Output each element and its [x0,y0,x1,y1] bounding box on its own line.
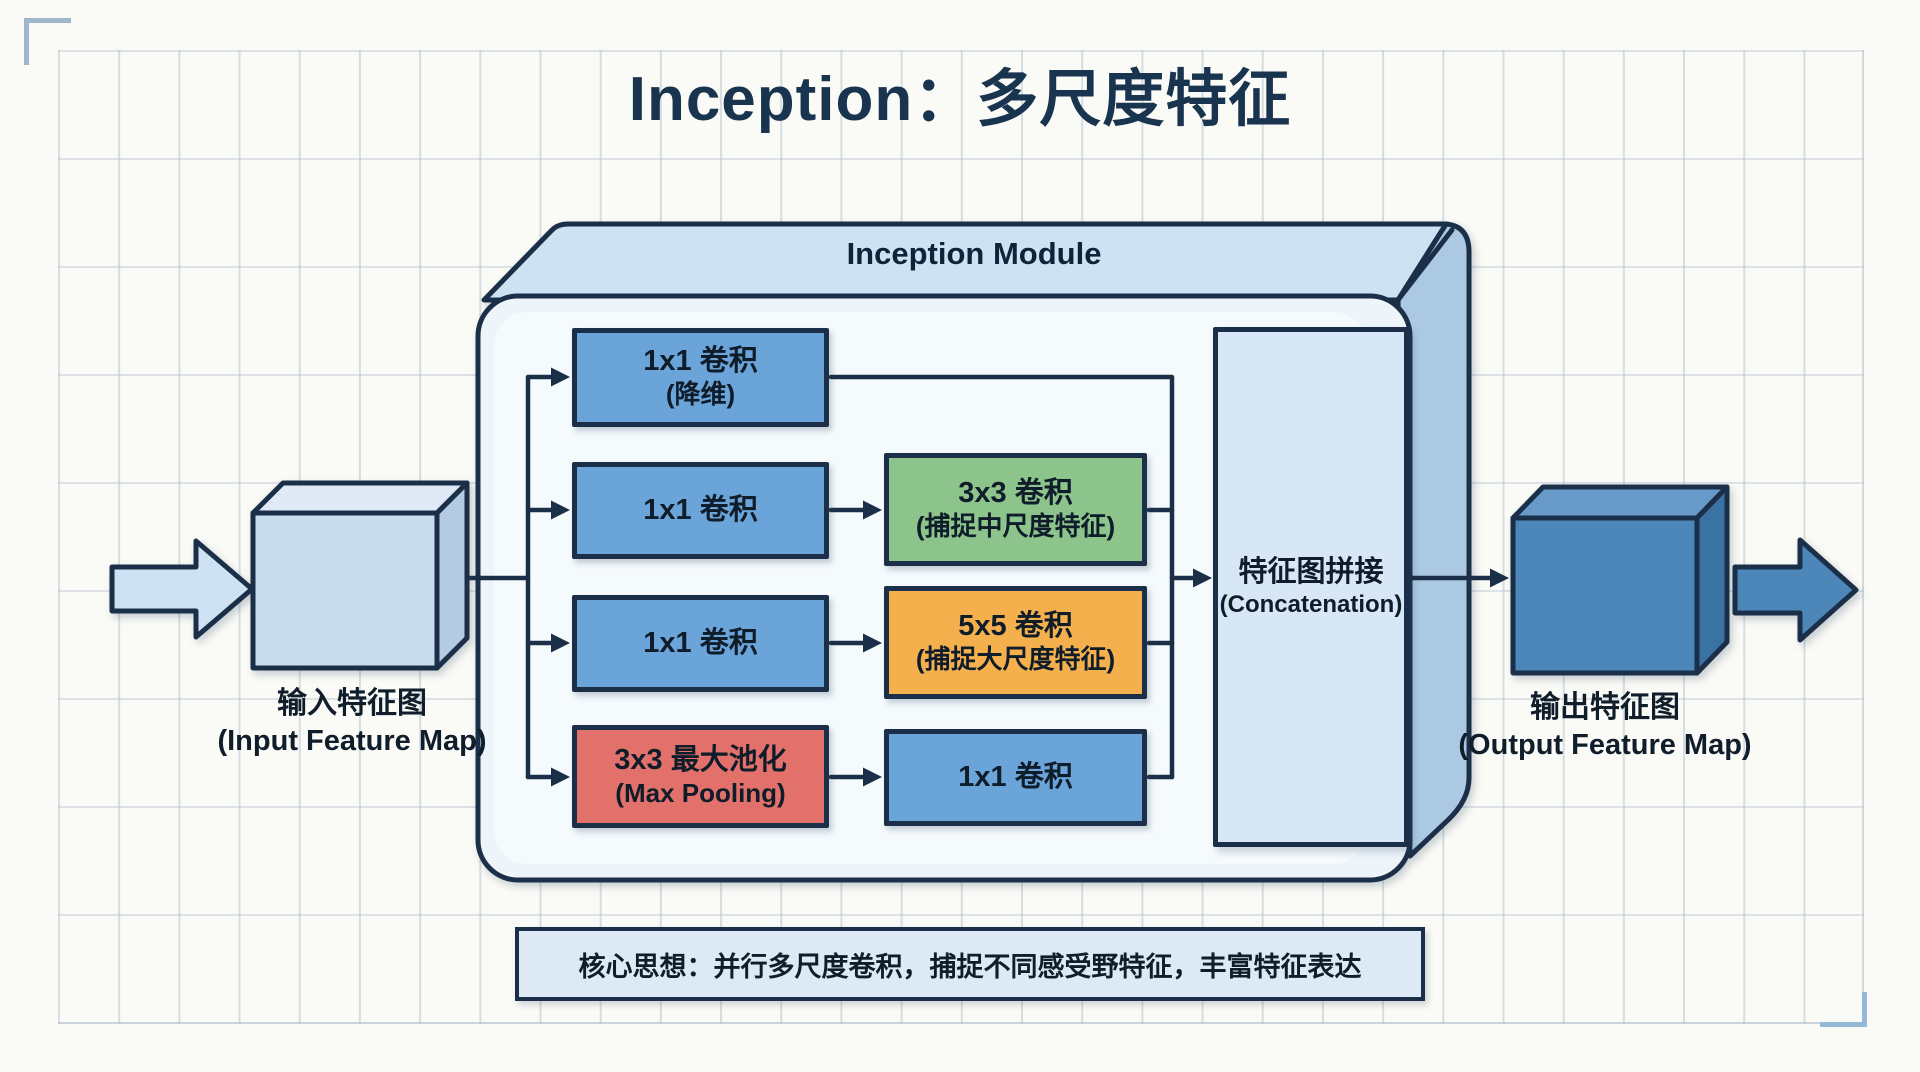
branch-arrowhead-4 [551,767,570,787]
input-cube [250,480,470,671]
mid-arrowhead-3 [863,633,882,653]
box-sublabel: (捕捉大尺度特征) [915,644,1116,675]
mid-arrowhead-4 [863,767,882,787]
branch-arrowhead-1 [551,367,570,387]
label-cn: 输入特征图 [277,687,427,720]
core-idea-note: 核心思想：并行多尺度卷积，捕捉不同感受野特征，丰富特征表达 [515,927,1425,1001]
box-label: 3x3 最大池化 [614,743,787,776]
input-flow-arrow [109,538,255,640]
box-label: 5x5 卷积 [958,609,1073,642]
merge-connectors [828,374,1197,780]
conv1x1-reduce-box: 1x1 卷积 (降维) [572,328,829,427]
label-en: (Input Feature Map) [217,725,487,757]
box-label: 1x1 卷积 [958,760,1073,793]
output-cube-front [1510,515,1700,676]
branch-split-connectors [457,374,555,780]
module-top-right-edge-line [1395,227,1455,303]
input-cube-top [250,480,470,516]
output-feature-map-label: 输出特征图 (Output Feature Map) [1445,688,1765,765]
output-cube-top [1510,484,1730,521]
box-label: 1x1 卷积 [643,626,758,659]
input-feature-map-label: 输入特征图 (Input Feature Map) [192,684,512,761]
module-top-band [481,221,1449,303]
maxpool3x3-box: 3x3 最大池化 (Max Pooling) [572,725,829,828]
input-cube-side [434,480,470,671]
box-label: 1x1 卷积 [643,344,758,377]
mid-arrowheads [863,500,882,787]
output-cube-side [1694,484,1730,676]
box-label: 3x3 卷积 [958,476,1073,509]
branch-arrowhead-2 [551,500,570,520]
label-en: (Output Feature Map) [1458,729,1752,761]
conv5x5-box: 5x5 卷积 (捕捉大尺度特征) [884,586,1147,699]
concat-arrowhead [1193,568,1212,588]
module-title: Inception Module [846,236,1102,271]
box-label: 1x1 卷积 [643,493,758,526]
conv1x1-branch2-box: 1x1 卷积 [572,462,829,559]
box-sublabel: (降维) [665,379,736,410]
conv1x1-afterpool-box: 1x1 卷积 [884,729,1147,826]
conv1x1-branch3-box: 1x1 卷积 [572,595,829,692]
concat-sublabel: (Concatenation) [1219,591,1403,619]
input-cube-front [250,510,440,671]
corner-mark-top-left [24,18,71,65]
box-sublabel: (Max Pooling) [615,778,786,809]
output-cube [1510,484,1730,676]
module-side-band [1395,221,1472,859]
output-arrowhead [1490,568,1509,588]
branch-arrowhead-3 [551,633,570,653]
concat-label: 特征图拼接 [1238,555,1384,588]
corner-mark-bottom-right [1820,992,1867,1027]
concatenation-box: 特征图拼接 (Concatenation) [1213,327,1409,847]
mid-connectors [828,507,867,780]
branch-arrowheads [551,367,570,787]
mid-arrowhead-2 [863,500,882,520]
label-cn: 输出特征图 [1530,691,1680,724]
conv3x3-box: 3x3 卷积 (捕捉中尺度特征) [884,453,1147,566]
page-title: Inception：多尺度特征 [628,65,1292,134]
output-flow-arrow [1732,537,1859,643]
box-sublabel: (捕捉中尺度特征) [915,511,1116,542]
